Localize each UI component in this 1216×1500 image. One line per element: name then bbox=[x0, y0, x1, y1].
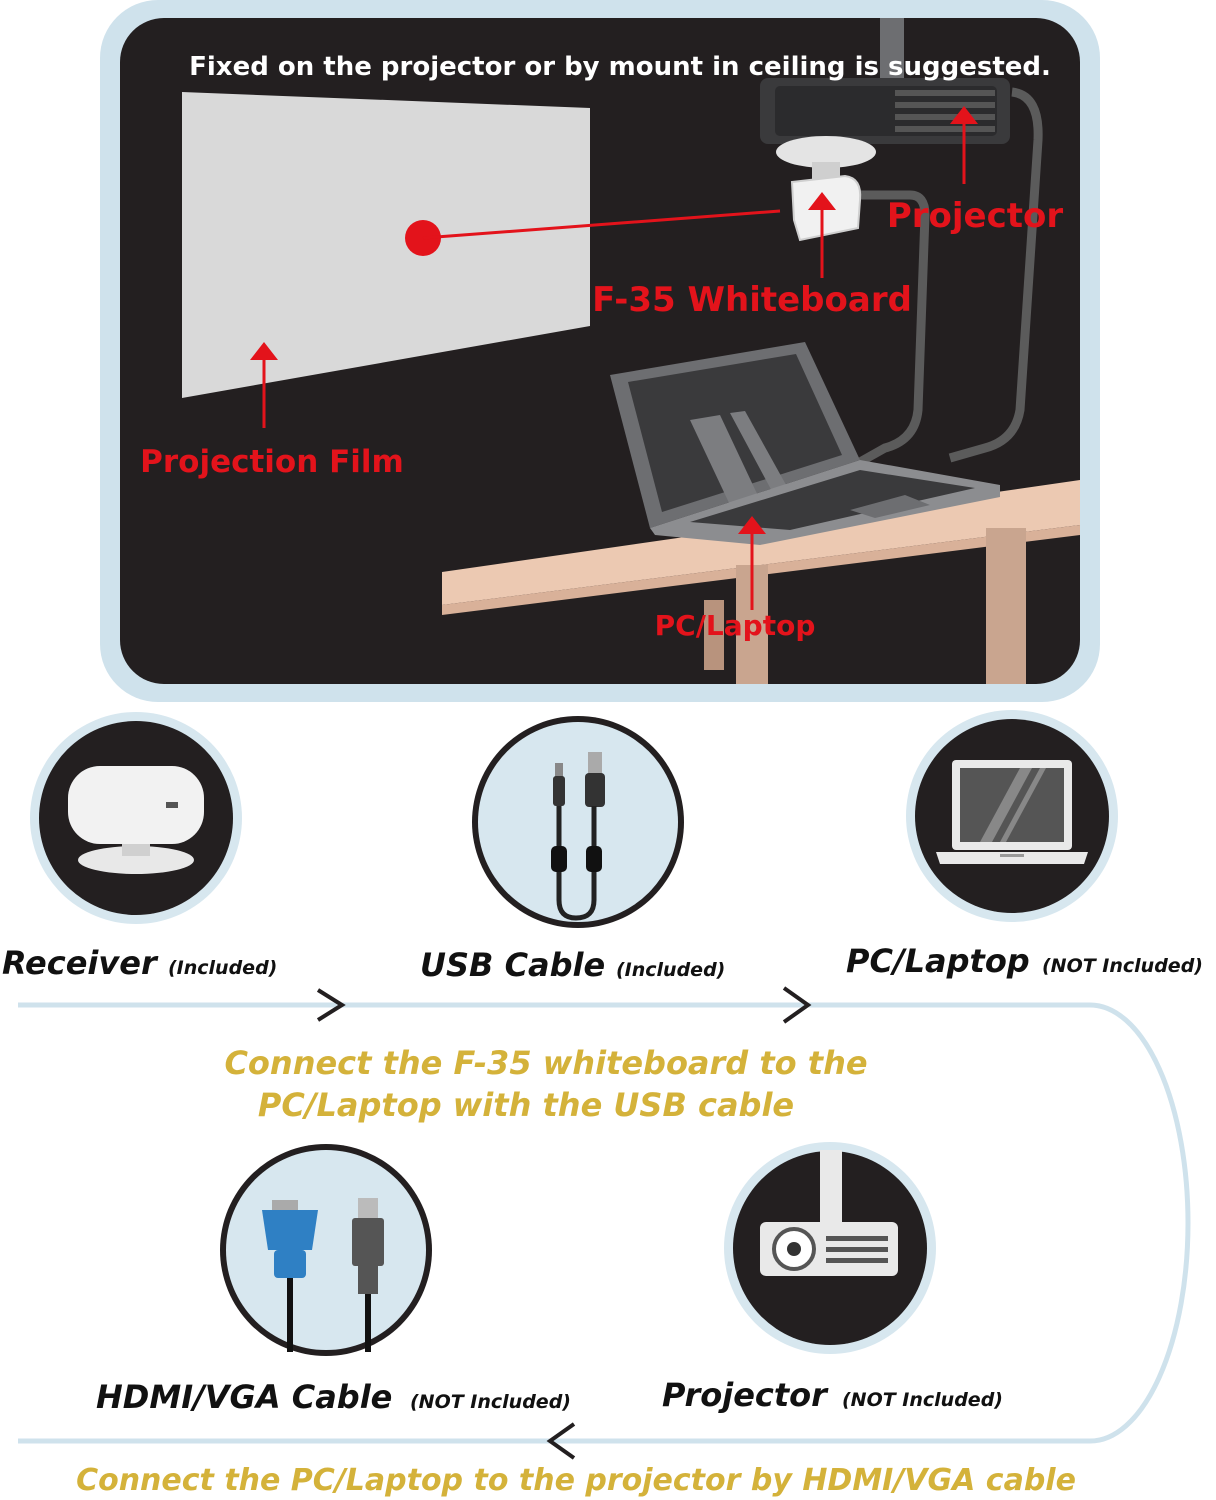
hdmi-vga-cable-icon bbox=[262, 1198, 384, 1352]
item-note: (NOT Included) bbox=[842, 1389, 1003, 1411]
usb-cable-icon bbox=[551, 752, 605, 921]
label-whiteboard: F-35 Whiteboard bbox=[592, 280, 912, 320]
item-name: Projector bbox=[662, 1376, 829, 1414]
step1-text-line2: PC/Laptop with the USB cable bbox=[258, 1086, 794, 1124]
scene-caption: Fixed on the projector or by mount in ce… bbox=[189, 52, 1051, 82]
item-note: (NOT Included) bbox=[1042, 955, 1203, 977]
arrow-up-icon bbox=[250, 342, 278, 360]
step1-text-line1: Connect the F-35 whiteboard to the bbox=[224, 1044, 867, 1082]
item-name: Receiver bbox=[2, 944, 159, 982]
step2-text: Connect the PC/Laptop to the projector b… bbox=[76, 1463, 1076, 1498]
item-name: USB Cable bbox=[420, 946, 605, 984]
laptop-icon bbox=[936, 760, 1088, 864]
item-projector: Projector (NOT Included) bbox=[662, 1142, 1003, 1414]
ceiling-projector bbox=[760, 18, 1010, 144]
item-hdmi-vga-cable: HDMI/VGA Cable (NOT Included) bbox=[96, 1144, 571, 1416]
annotations bbox=[250, 106, 978, 610]
label-projector: Projector bbox=[887, 196, 1064, 236]
chevron-right-icon bbox=[316, 988, 346, 1022]
receiver-icon bbox=[68, 766, 204, 874]
label-projection-film: Projection Film bbox=[140, 444, 404, 480]
chevron-left-icon bbox=[546, 1422, 576, 1460]
flow-line bbox=[18, 1002, 1191, 1444]
item-name: PC/Laptop bbox=[846, 942, 1030, 980]
projector-cable bbox=[948, 87, 1043, 463]
item-note: (NOT Included) bbox=[410, 1391, 571, 1413]
arrow-up-icon bbox=[738, 516, 766, 534]
projection-film bbox=[182, 92, 590, 398]
usb-cable-scene bbox=[857, 190, 930, 466]
arrow-up-icon bbox=[950, 106, 978, 124]
item-usb-cable: USB Cable (Included) bbox=[420, 716, 725, 984]
item-note: (Included) bbox=[168, 957, 277, 979]
flow-path bbox=[18, 986, 1191, 1460]
chevron-right-icon bbox=[782, 986, 812, 1024]
arrow-up-icon bbox=[808, 192, 836, 210]
projector-icon bbox=[760, 1150, 898, 1276]
scene-laptop bbox=[610, 342, 1000, 545]
item-note: (Included) bbox=[616, 959, 725, 981]
installation-scene: Fixed on the projector or by mount in ce… bbox=[100, 0, 1100, 702]
item-name: HDMI/VGA Cable bbox=[96, 1378, 392, 1416]
item-receiver: Receiver (Included) bbox=[2, 712, 277, 982]
item-pc-laptop: PC/Laptop (NOT Included) bbox=[846, 710, 1203, 980]
label-pc-laptop: PC/Laptop bbox=[655, 609, 816, 642]
